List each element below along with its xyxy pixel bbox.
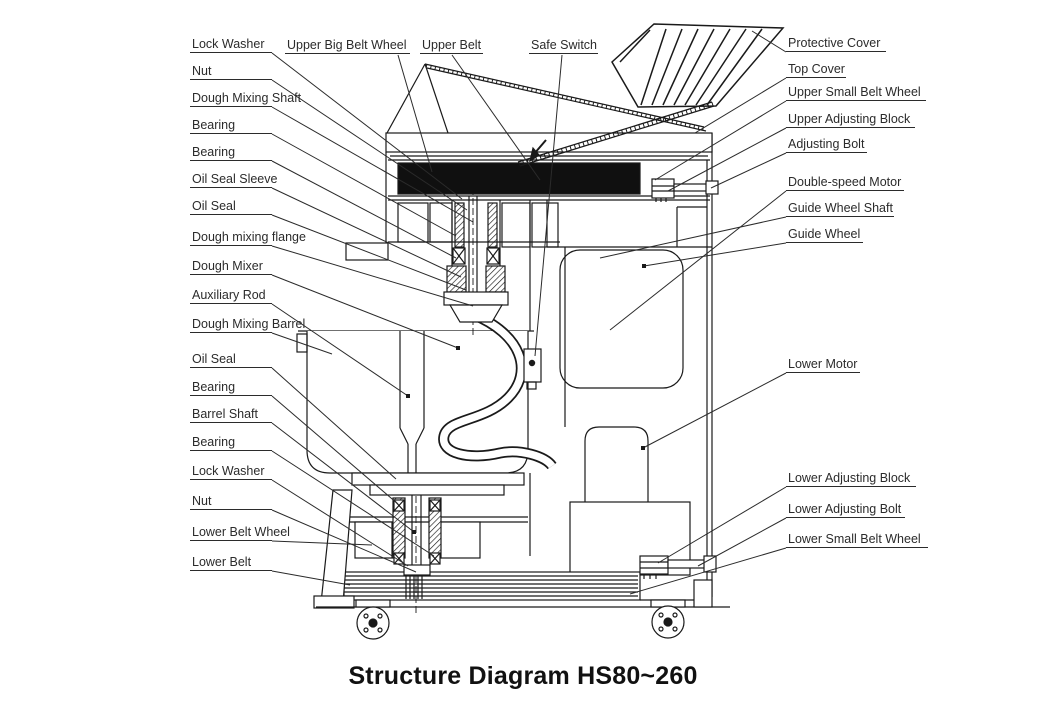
leader-line: [654, 100, 787, 181]
leader-line: [451, 54, 541, 181]
leader-endpoint-dot: [641, 446, 645, 450]
leader-line: [271, 133, 457, 237]
leader-line: [697, 517, 787, 567]
leader-line: [271, 540, 373, 546]
leader-line: [599, 216, 787, 259]
part-label: Top Cover: [786, 62, 846, 78]
diagram-title: Structure Diagram HS80~260: [348, 662, 698, 690]
part-label: Lower Belt Wheel: [190, 525, 290, 541]
caster-left-wheel: [355, 599, 391, 640]
part-label: Nut: [190, 63, 272, 80]
part-label: Lock Washer: [190, 463, 272, 480]
top-cover-part: [386, 63, 715, 167]
leader-line: [271, 52, 463, 200]
part-label: Dough mixing flange: [190, 230, 306, 246]
leader-line: [271, 332, 333, 355]
part-label: Double-speed Motor: [786, 174, 904, 191]
leader-line: [271, 367, 397, 480]
leader-line: [271, 160, 457, 259]
leader-line: [642, 372, 787, 449]
part-label: Adjusting Bolt: [786, 136, 867, 153]
leader-line: [271, 303, 409, 397]
part-label: Upper Adjusting Block: [786, 111, 915, 128]
leader-line: [271, 79, 468, 211]
leader-line: [271, 570, 351, 586]
part-label: Safe Switch: [529, 38, 598, 54]
leader-line: [271, 214, 467, 291]
part-label: Lower Adjusting Bolt: [786, 501, 905, 518]
dough-mixer-spiral: [438, 308, 557, 470]
part-label: Bearing: [190, 379, 272, 396]
leader-line: [710, 152, 787, 189]
part-label: Upper Small Belt Wheel: [786, 84, 926, 101]
leader-endpoint-dot: [642, 264, 646, 268]
part-label: Lower Motor: [786, 356, 860, 373]
leader-line: [271, 509, 417, 573]
leader-line: [629, 547, 787, 595]
leader-line: [694, 77, 787, 134]
caster-right-wheel: [650, 599, 686, 639]
leader-line: [271, 450, 435, 557]
leader-endpoint-dot: [456, 346, 460, 350]
leader-line: [397, 54, 433, 173]
leader-line: [271, 479, 409, 567]
part-label: Bearing: [190, 144, 272, 161]
leader-line: [271, 106, 474, 223]
part-label: Barrel Shaft: [190, 406, 272, 423]
part-label: Upper Big Belt Wheel: [285, 37, 410, 54]
part-label: Oil Seal Sleeve: [190, 172, 278, 188]
part-label: Lock Washer: [190, 36, 272, 53]
dough-barrel-part: [296, 330, 534, 496]
part-label: Lower Adjusting Block: [786, 470, 916, 487]
part-label: Dough Mixing Shaft: [190, 91, 302, 107]
leader-line: [271, 187, 462, 278]
part-label: Protective Cover: [786, 35, 886, 52]
leader-line: [271, 422, 415, 533]
part-label: Oil Seal: [190, 351, 272, 368]
part-label: Auxiliary Rod: [190, 287, 272, 304]
motor-compartment-panel: [559, 249, 684, 389]
part-label: Nut: [190, 493, 272, 510]
leader-line: [609, 190, 787, 331]
cabinet-part: [529, 133, 713, 597]
leader-line: [271, 274, 459, 349]
part-label: Upper Belt: [420, 38, 483, 54]
safe-switch-part: [523, 139, 547, 390]
leader-endpoint-dot: [412, 530, 416, 534]
leader-line: [667, 127, 787, 192]
part-label: Lower Small Belt Wheel: [786, 531, 928, 548]
lower-adjusting-assembly: [639, 555, 717, 579]
part-label: Dough Mixing Barrel: [190, 317, 306, 333]
leader-line: [271, 245, 474, 307]
part-label: Guide Wheel Shaft: [786, 201, 894, 217]
part-label: Dough Mixer: [190, 258, 272, 275]
leader-line: [751, 30, 787, 53]
part-label: Lower Belt: [190, 554, 272, 571]
protective-cover-part: [611, 23, 785, 108]
leader-line: [657, 486, 787, 564]
leader-endpoint-dot: [406, 394, 410, 398]
part-label: Oil Seal: [190, 198, 272, 215]
lower-belt-part: [336, 571, 641, 601]
part-label: Bearing: [190, 434, 272, 451]
leader-line: [534, 54, 563, 357]
part-label: Bearing: [190, 117, 272, 134]
leader-line: [643, 242, 787, 267]
leader-line: [271, 395, 399, 505]
part-label: Guide Wheel: [786, 226, 863, 243]
